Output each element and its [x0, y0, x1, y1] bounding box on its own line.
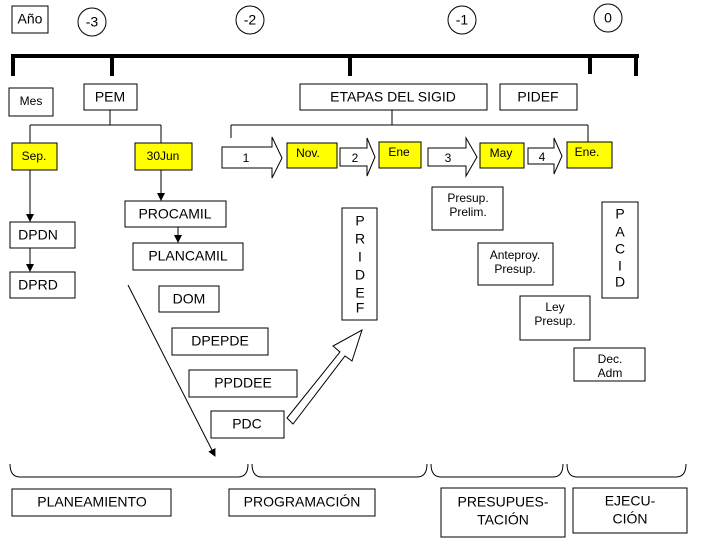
year-circle: 0 — [593, 3, 623, 33]
svg-text:Ley: Ley — [545, 300, 564, 314]
svg-text:CIÓN: CIÓN — [613, 511, 648, 527]
svg-text:PROCAMIL: PROCAMIL — [138, 206, 211, 222]
year-circle: -2 — [235, 5, 265, 35]
svg-text:ETAPAS DEL SIGID: ETAPAS DEL SIGID — [330, 89, 456, 105]
svg-text:PRESUPUES-: PRESUPUES- — [457, 494, 548, 510]
svg-text:4: 4 — [539, 150, 546, 164]
stage-arrow-2: 2 — [339, 137, 376, 177]
month-nov: Nov. — [286, 142, 338, 169]
month-ene: Ene — [378, 141, 422, 169]
svg-text:Prelim.: Prelim. — [449, 205, 486, 219]
pidef-box: PIDEF — [499, 83, 578, 111]
month-label-box: Mes — [8, 87, 54, 117]
diagonal-arrow — [127, 284, 216, 457]
svg-text:Presup.: Presup. — [447, 191, 488, 205]
svg-text:30Jun: 30Jun — [147, 149, 180, 163]
svg-text:Presup.: Presup. — [494, 262, 535, 276]
pem-box: PEM — [83, 83, 138, 111]
svg-text:PLANCAMIL: PLANCAMIL — [148, 248, 228, 264]
svg-text:2: 2 — [352, 151, 359, 165]
svg-text:Dec.: Dec. — [598, 352, 623, 366]
svg-text:1: 1 — [243, 151, 250, 165]
svg-text:PIDEF: PIDEF — [517, 89, 558, 105]
box-pdc: PDC — [210, 410, 285, 439]
month-sep: Sep. — [11, 142, 58, 171]
pdc-to-pridef-arrow — [286, 328, 363, 425]
svg-text:DPRD: DPRD — [18, 277, 58, 293]
svg-text:-2: -2 — [244, 12, 257, 28]
month-ene-2: Ene. — [566, 141, 613, 169]
box-dpepde: DPEPDE — [171, 327, 269, 356]
etapas-box: ETAPAS DEL SIGID — [299, 83, 488, 111]
stage-arrow-4: 4 — [527, 137, 563, 175]
svg-text:E: E — [355, 285, 364, 301]
svg-text:Anteproy.: Anteproy. — [490, 248, 540, 262]
svg-text:PROGRAMACIÓN: PROGRAMACIÓN — [244, 494, 361, 510]
year-circle: -1 — [447, 5, 477, 35]
svg-text:Sep.: Sep. — [22, 149, 47, 163]
box-dpdn: DPDN — [9, 221, 76, 249]
svg-text:PDC: PDC — [232, 416, 262, 432]
month-30jun: 30Jun — [134, 142, 193, 171]
box-plancamil: PLANCAMIL — [132, 242, 244, 271]
year-circle: -3 — [77, 7, 107, 37]
phase-ejecucion: EJECU- CIÓN — [572, 487, 688, 534]
svg-text:EJECU-: EJECU- — [605, 493, 656, 509]
svg-text:Año: Año — [18, 11, 43, 27]
svg-text:Nov.: Nov. — [296, 146, 320, 160]
stage-arrow-3: 3 — [427, 136, 478, 178]
pacid-box: P A C I D — [601, 201, 639, 299]
svg-text:Mes: Mes — [20, 94, 43, 108]
svg-text:DOM: DOM — [173, 291, 206, 307]
pridef-box: P R I D E F — [341, 207, 378, 321]
etapas-connector — [230, 110, 589, 143]
box-dprd: DPRD — [9, 271, 76, 299]
svg-text:PEM: PEM — [95, 89, 125, 105]
month-may: May — [479, 142, 525, 169]
box-dom: DOM — [158, 285, 220, 313]
svg-text:Ene.: Ene. — [575, 145, 600, 159]
svg-text:PPDDEE: PPDDEE — [214, 375, 272, 391]
box-procamil: PROCAMIL — [124, 200, 227, 228]
svg-text:-3: -3 — [86, 14, 99, 30]
svg-text:F: F — [356, 300, 365, 316]
svg-text:0: 0 — [604, 10, 612, 26]
stage-arrow-1: 1 — [221, 136, 283, 179]
svg-text:3: 3 — [445, 151, 452, 165]
box-presup-prelim: Presup.Prelim. — [431, 186, 504, 231]
svg-text:May: May — [490, 146, 513, 160]
svg-text:Adm: Adm — [598, 366, 623, 380]
svg-text:I: I — [358, 249, 362, 265]
phase-presupuestacion: PRESUPUES- TACIÓN — [440, 487, 566, 538]
svg-text:Ene: Ene — [388, 145, 410, 159]
svg-text:D: D — [615, 274, 625, 290]
timeline-bar — [11, 54, 639, 76]
box-ppddee: PPDDEE — [188, 369, 298, 398]
pem-connector — [29, 110, 162, 143]
svg-text:R: R — [355, 231, 365, 247]
svg-text:TACIÓN: TACIÓN — [477, 512, 529, 528]
svg-text:P: P — [615, 206, 624, 222]
svg-text:I: I — [618, 258, 622, 274]
svg-text:D: D — [355, 267, 365, 283]
box-dec-adm: Dec.Adm — [573, 347, 646, 382]
svg-text:DPDN: DPDN — [18, 227, 58, 243]
phase-braces — [9, 463, 687, 478]
svg-text:DPEPDE: DPEPDE — [191, 333, 249, 349]
box-anteproy-presup: Anteproy.Presup. — [477, 242, 554, 286]
phase-programacion: PROGRAMACIÓN — [228, 488, 376, 517]
svg-text:Presup.: Presup. — [534, 314, 575, 328]
svg-text:P: P — [355, 213, 364, 229]
svg-text:-1: -1 — [456, 12, 469, 28]
year-label-box: Año — [11, 5, 49, 34]
svg-text:A: A — [615, 224, 625, 240]
svg-text:C: C — [615, 241, 625, 257]
svg-text:PLANEAMIENTO: PLANEAMIENTO — [37, 494, 147, 510]
phase-planeamiento: PLANEAMIENTO — [11, 488, 172, 517]
